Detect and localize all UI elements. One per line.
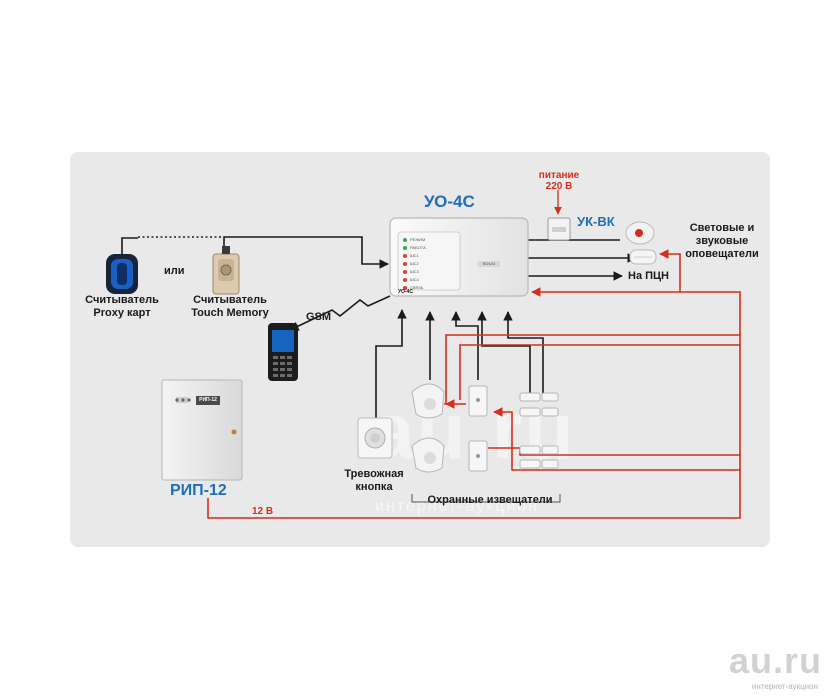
led-work xyxy=(403,246,407,250)
mobile-phone-icon xyxy=(268,323,298,381)
detectors-label: Охранные извещатели xyxy=(427,494,553,506)
device-title: УО-4С xyxy=(424,192,475,211)
reader-to-device-wire xyxy=(223,236,389,269)
led-shs2 xyxy=(403,262,407,266)
pcn-label: На ПЦН xyxy=(628,270,670,282)
led-label-0: РЕЖИМ xyxy=(410,237,426,242)
psu-label-plate xyxy=(196,396,220,405)
power-branch-1 xyxy=(459,344,740,400)
psu-to-device-line xyxy=(207,287,741,519)
device-uo4s-body xyxy=(389,217,529,297)
power-branch-3 xyxy=(493,407,740,471)
uk-vk-title: УК-ВК xyxy=(577,214,615,229)
device-brand-plate xyxy=(478,261,500,267)
power-supply-note: питание 220 В xyxy=(538,170,580,192)
led-link xyxy=(403,286,407,290)
psu-panel-text: РИП-12 xyxy=(199,397,217,403)
detector-wire-2 xyxy=(451,311,479,380)
magnetic-contact-icon-2 xyxy=(519,445,559,469)
or-label: или xyxy=(164,265,185,277)
device-panel-model: УО-4С xyxy=(398,289,413,295)
detectors-bracket xyxy=(411,494,561,503)
detector-wire-4 xyxy=(503,311,544,395)
voltage-label: 12 В xyxy=(252,506,274,517)
panic-wire xyxy=(375,309,407,420)
panic-button-icon xyxy=(357,417,393,459)
proxy-reader-wire xyxy=(121,237,138,255)
led-shs3 xyxy=(403,270,407,274)
touch-memory-reader-icon xyxy=(212,246,240,295)
device-panel-brand: BOLID xyxy=(482,261,496,266)
psu-rip12-body xyxy=(161,379,243,481)
psu-title: РИП-12 xyxy=(170,482,227,499)
led-label-5: ШС4 xyxy=(410,277,419,282)
led-label-3: ШС2 xyxy=(410,261,419,266)
alerter-power-line xyxy=(659,249,681,292)
magnetic-contact-icon-1 xyxy=(519,392,559,417)
site-logo: au.ru xyxy=(728,640,822,681)
led-shs1 xyxy=(403,254,407,258)
alerters-label: Световые и звуковые оповещатели xyxy=(685,222,759,260)
bell-icon xyxy=(629,249,657,265)
detector-wire-3 xyxy=(477,311,531,395)
panic-button-label: Тревожная кнопка xyxy=(344,468,404,493)
proxy-reader-icon xyxy=(106,254,138,294)
gsm-label: GSM xyxy=(306,311,332,323)
led-label-2: ШС1 xyxy=(410,253,419,258)
led-label-4: ШС3 xyxy=(410,269,419,274)
proxy-reader-label: Считыватель Proxy карт xyxy=(85,294,159,319)
power-lines xyxy=(207,190,741,519)
motion-detector-icon-2 xyxy=(411,437,445,473)
motion-detector-icon-1 xyxy=(411,383,445,419)
gsm-link xyxy=(289,295,391,331)
led-shs4 xyxy=(403,278,407,282)
led-label-6: СВЯЗЬ xyxy=(410,285,424,290)
touch-memory-reader-label: Считыватель Touch Memory xyxy=(191,294,269,319)
led-mode xyxy=(403,238,407,242)
uk-vk-module xyxy=(547,217,571,241)
site-logo-subtext: интернет-аукцион xyxy=(751,682,818,691)
device-leds xyxy=(403,238,407,290)
signal-lines xyxy=(121,236,637,420)
led-label-1: РАБОТА xyxy=(410,245,426,250)
glass-break-detector-icon-2 xyxy=(468,440,488,472)
siren-icon xyxy=(625,221,655,245)
power-branch-2 xyxy=(444,334,740,405)
glass-break-detector-icon-1 xyxy=(468,385,488,417)
